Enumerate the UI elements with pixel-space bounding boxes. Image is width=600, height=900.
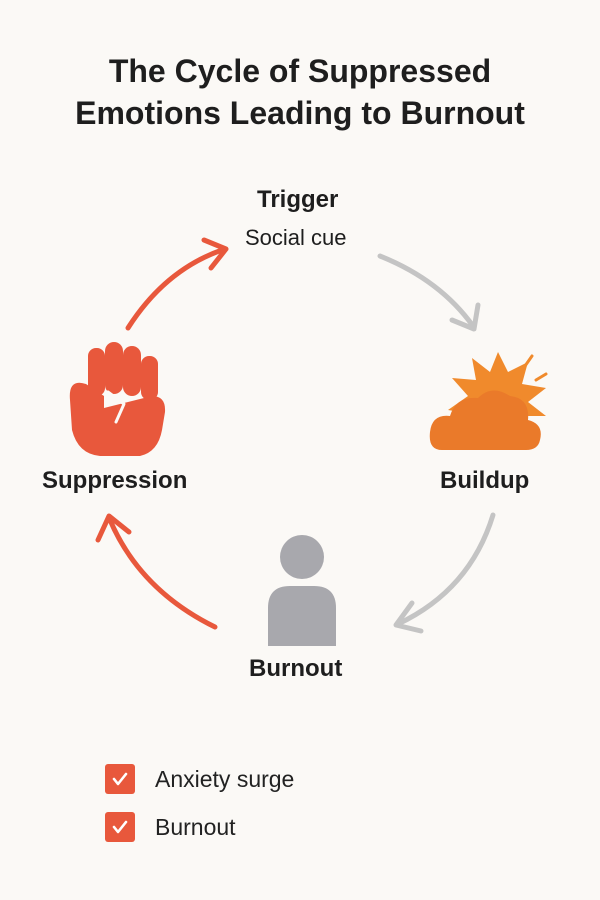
- legend-item-label: Burnout: [155, 813, 236, 840]
- legend-item-label: Anxiety surge: [155, 765, 295, 792]
- legend-item: Anxiety surge: [105, 755, 294, 803]
- arrow-suppression-to-trigger: [125, 237, 229, 331]
- arrow-burnout-to-suppression: [95, 513, 218, 630]
- title-line-2: Emotions Leading to Burnout: [75, 95, 525, 131]
- person-icon: [268, 535, 336, 646]
- node-trigger-sub: Social cue: [245, 225, 347, 250]
- legend: Anxiety surge Burnout: [105, 755, 294, 851]
- sun-behind-cloud-icon: [429, 352, 548, 450]
- raised-fist-icon: [69, 342, 166, 456]
- node-buildup-label: Buildup: [440, 467, 530, 494]
- node-trigger-label: Trigger: [257, 186, 339, 213]
- checkbox-checked-icon[interactable]: [105, 812, 135, 842]
- node-suppression-label: Suppression: [42, 467, 188, 494]
- page-title: The Cycle of Suppressed Emotions Leading…: [0, 50, 600, 134]
- node-burnout-label: Burnout: [249, 655, 343, 682]
- title-line-1: The Cycle of Suppressed: [108, 53, 492, 89]
- checkbox-checked-icon[interactable]: [105, 764, 135, 794]
- arrow-buildup-to-burnout: [393, 512, 496, 634]
- legend-item: Burnout: [105, 803, 294, 851]
- arrow-trigger-to-buildup: [377, 253, 481, 332]
